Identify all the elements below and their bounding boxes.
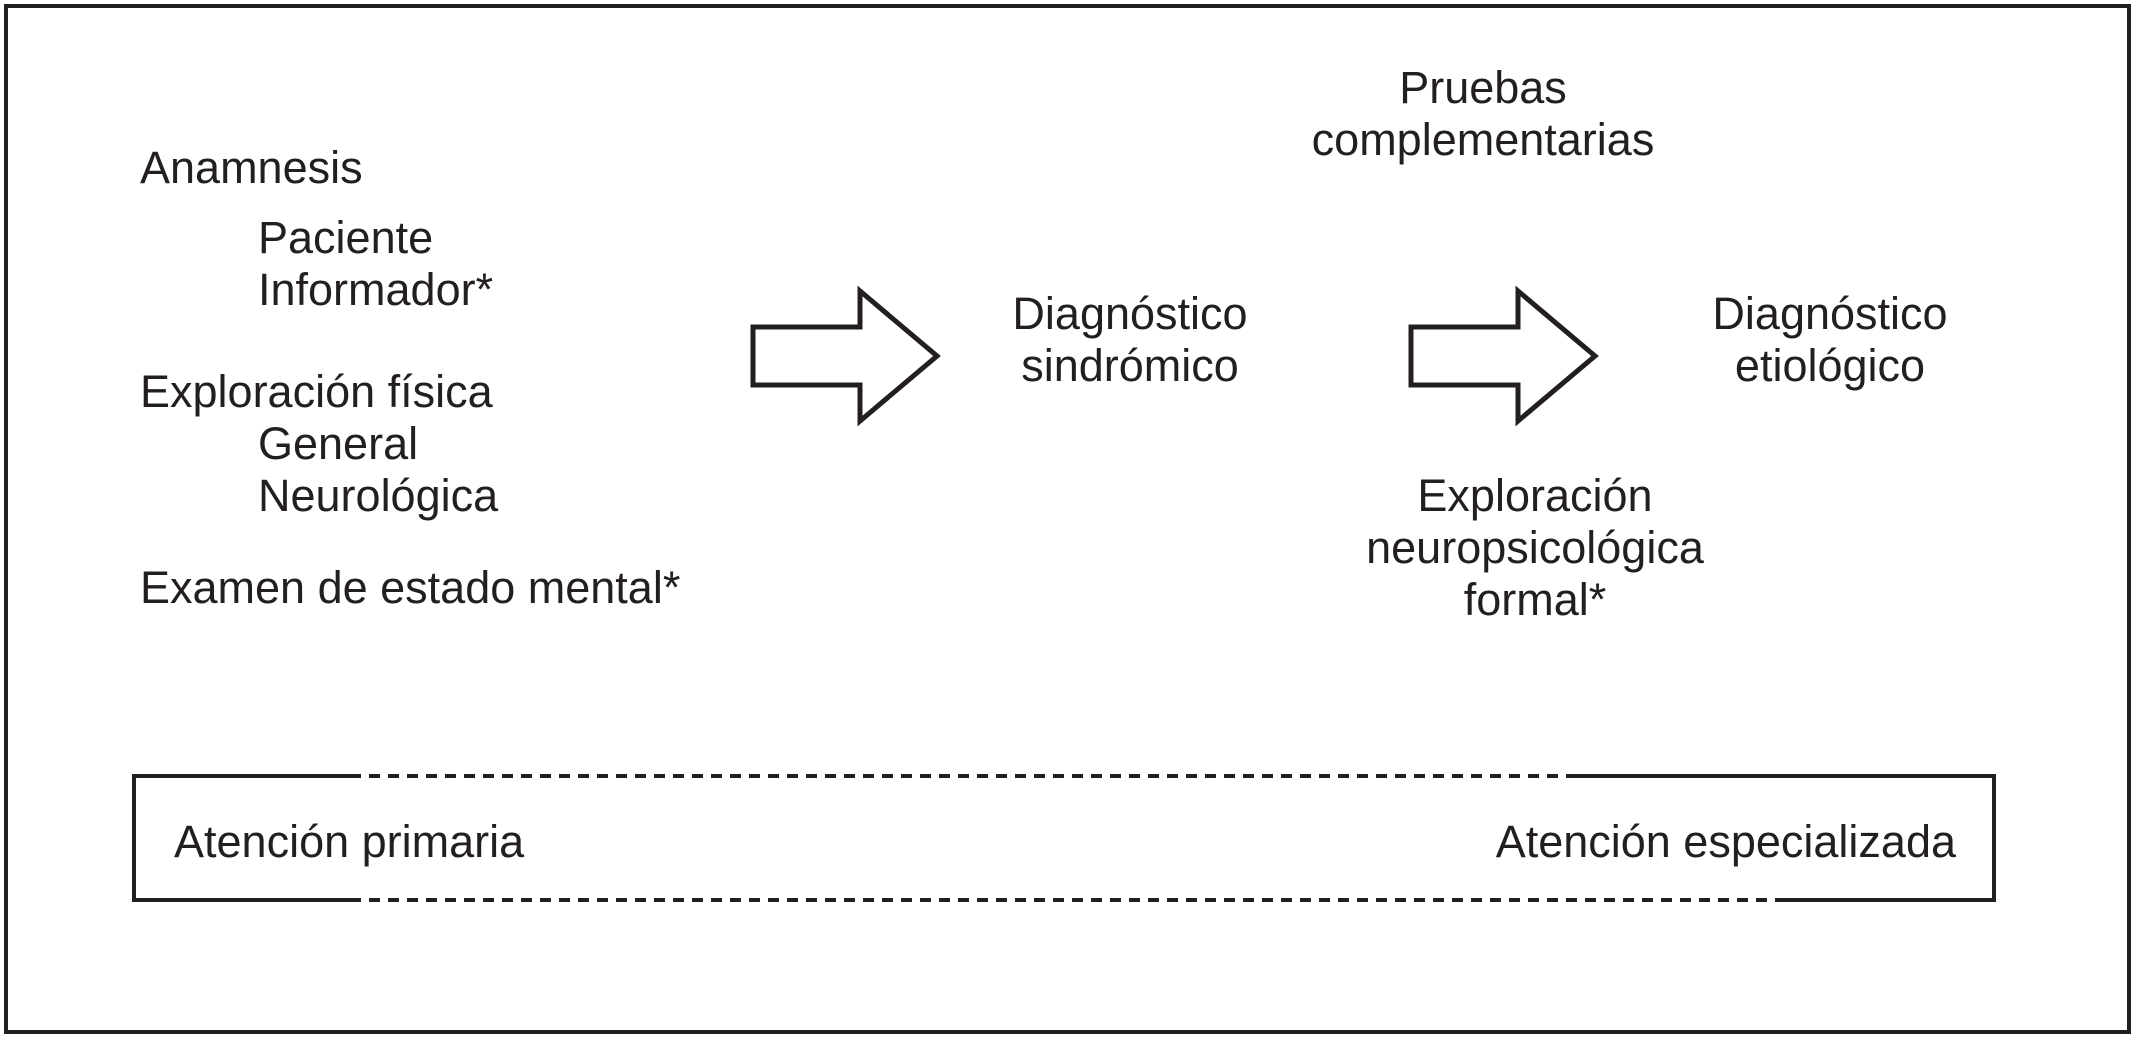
care-bar-top-dashed-span: [350, 774, 1566, 778]
arrow-right-icon-1: [750, 285, 941, 427]
care-bar-right-edge: [1992, 774, 1996, 902]
label-anamnesis-informador: Informador*: [258, 264, 494, 315]
figure-outer-border: [4, 4, 2131, 1034]
dx-etiologico-line-2: etiológico: [1734, 340, 1926, 391]
label-exploracion-general: General: [258, 418, 419, 469]
care-bar-left-edge: [132, 774, 136, 902]
care-level-bar: Atención primaria Atención especializada: [132, 774, 1996, 902]
pruebas-line-2: complementarias: [1311, 114, 1655, 165]
label-examen-estado-mental: Examen de estado mental*: [140, 562, 681, 613]
pruebas-line-1: Pruebas: [1399, 62, 1567, 113]
care-bar-bottom-right-stub: [1778, 898, 1996, 902]
label-exploracion-fisica: Exploración física: [140, 366, 493, 417]
label-atencion-primaria: Atención primaria: [174, 816, 525, 867]
label-anamnesis-paciente: Paciente: [258, 212, 434, 263]
label-exploracion-neurologica: Neurológica: [258, 470, 499, 521]
dx-etiologico-line-1: Diagnóstico: [1712, 288, 1948, 339]
arrow-right-icon-2: [1408, 285, 1599, 427]
exp-neuropsico-line-1: Exploración: [1417, 470, 1653, 521]
dx-sindromico-line-2: sindrómico: [1021, 340, 1239, 391]
care-bar-top-left-stub: [132, 774, 350, 778]
care-bar-bottom-dashed-span: [350, 898, 1778, 902]
care-bar-bottom-left-stub: [132, 898, 350, 902]
dx-sindromico-line-1: Diagnóstico: [1012, 288, 1248, 339]
label-anamnesis: Anamnesis: [140, 142, 363, 193]
exp-neuropsico-line-2: neuropsicológica: [1366, 522, 1704, 573]
label-atencion-especializada: Atención especializada: [1495, 816, 1956, 867]
exp-neuropsico-line-3: formal*: [1463, 574, 1607, 625]
care-bar-top-right-stub: [1566, 774, 1996, 778]
